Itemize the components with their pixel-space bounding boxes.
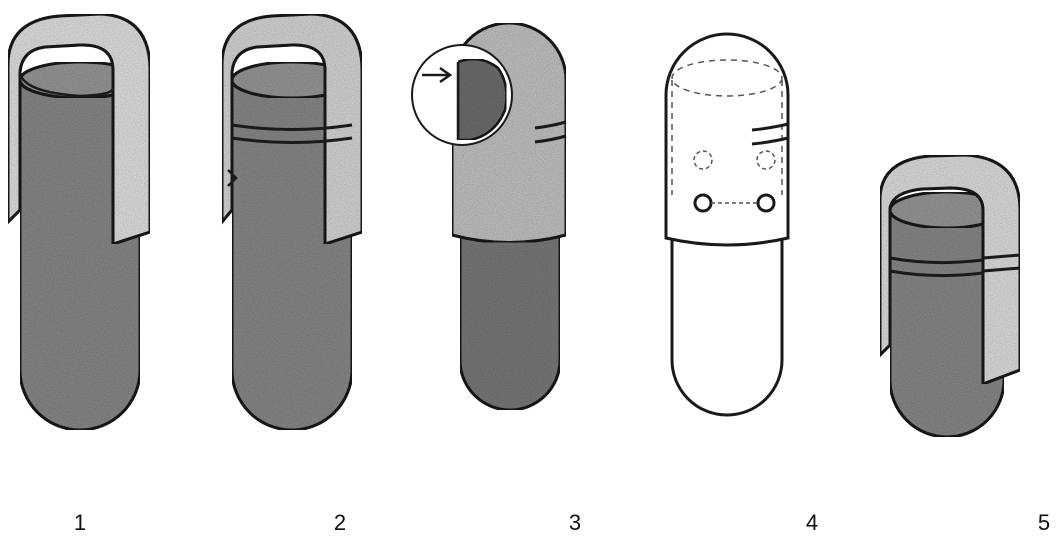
step-3-capsule [412, 23, 566, 410]
panel-label-5: 5 [1038, 512, 1050, 534]
panel-label-2: 2 [334, 512, 346, 534]
capsule-body [460, 235, 560, 410]
step-5-capsule [880, 155, 1020, 437]
panel-label-1: 1 [74, 512, 86, 534]
panel-label-4: 4 [806, 512, 818, 534]
step-1-capsule [8, 14, 150, 430]
capsule-cap [666, 34, 788, 245]
step-4-capsule [666, 34, 788, 415]
step-2-capsule [222, 14, 362, 430]
capsule-body [672, 238, 782, 415]
lock-dimple [695, 195, 711, 211]
lock-dimple [758, 195, 774, 211]
panel-label-3: 3 [569, 512, 581, 534]
